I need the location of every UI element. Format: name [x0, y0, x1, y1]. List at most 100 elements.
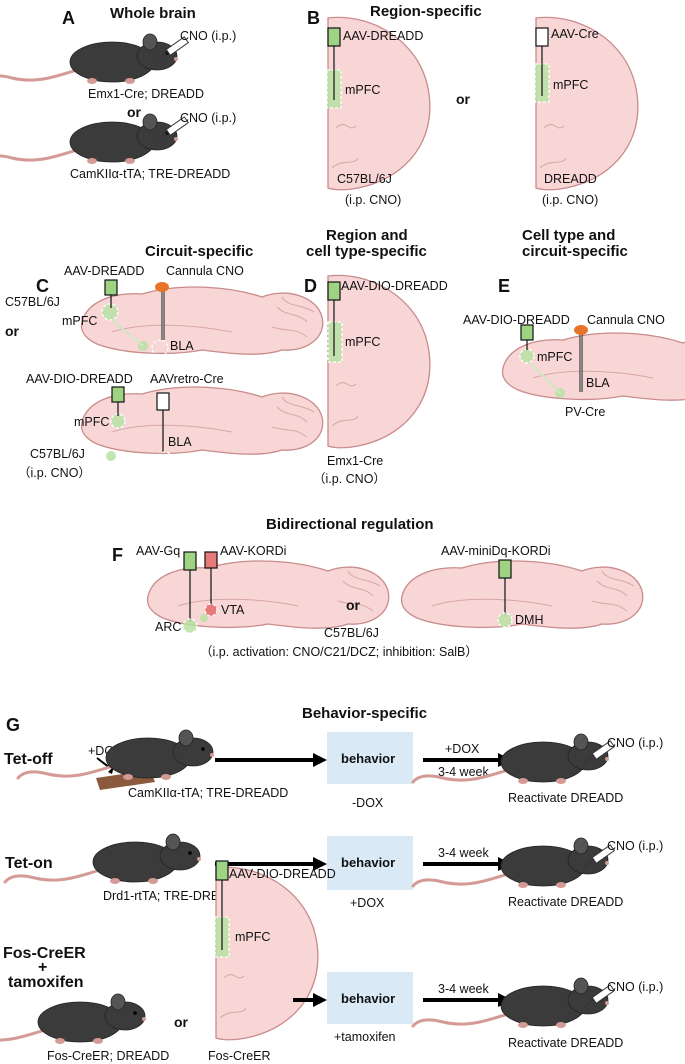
virus-syringe-icon	[156, 392, 170, 411]
panel-e-title-line1: Cell type and	[522, 227, 615, 244]
g-row3-injection: CNO (i.p.)	[607, 980, 663, 994]
cannula-icon	[155, 282, 169, 292]
panel-f-region-1: ARC	[155, 620, 181, 634]
panel-f-region-3: DMH	[515, 613, 543, 627]
g-row1-mouse-label: CamKIIα-tTA; TRE-DREADD	[128, 786, 288, 800]
panel-c-title: Circuit-specific	[145, 243, 253, 260]
virus-syringe-icon	[215, 860, 229, 881]
g-row3-or: or	[174, 1014, 189, 1030]
panel-c-virus-bottom-right: AAVretro-Cre	[150, 372, 224, 386]
virus-syringe-icon	[111, 386, 125, 403]
panel-c-cannula: Cannula CNO	[166, 264, 244, 278]
panel-c-region-bottom-tgt: BLA	[168, 435, 192, 449]
panel-f-virus-1: AAV-Gq	[136, 544, 180, 558]
g-row3-virus: AAV-DIO-DREADD	[229, 867, 336, 881]
coronal-section-b-left	[327, 16, 431, 191]
sagittal-brain-e	[501, 332, 685, 401]
g-row1-arrow-top: +DOX	[445, 742, 480, 756]
panel-letter-b: B	[307, 8, 320, 28]
panel-c-or: or	[5, 323, 20, 339]
panel-letter-g: G	[6, 715, 20, 735]
coronal-section-d	[327, 274, 431, 449]
panel-b-route-right: (i.p. CNO)	[542, 193, 598, 207]
g-row3-under-box: +tamoxifen	[334, 1030, 396, 1044]
g-row1-behavior-box	[327, 732, 413, 784]
g-row2-mouse-label: Drd1-rtTA; TRE-DREADD	[103, 889, 246, 903]
panel-c-region-bottom-src: mPFC	[74, 415, 109, 429]
virus-syringe-icon	[104, 279, 118, 296]
mouse-a2	[0, 112, 180, 166]
panel-letter-d: D	[304, 276, 317, 296]
panel-b-region-right: mPFC	[553, 78, 588, 92]
g-row2-name: Tet-on	[5, 855, 53, 872]
g-row2-behavior-box	[327, 836, 413, 890]
g-row3-name-line2: tamoxifen	[8, 974, 84, 991]
virus-syringe-icon	[183, 551, 197, 571]
g-row1-injection: CNO (i.p.)	[607, 736, 663, 750]
panel-c-virus-top: AAV-DREADD	[64, 264, 144, 278]
g-row3-region: mPFC	[235, 930, 270, 944]
panel-c-region-top-tgt: BLA	[170, 339, 194, 353]
g-row1-arrow-bottom: 3-4 week	[438, 765, 489, 779]
g-row2-injection: CNO (i.p.)	[607, 839, 663, 853]
sagittal-brain-f-left	[146, 560, 390, 629]
panel-f-virus-3: AAV-miniDq-KORDi	[441, 544, 551, 558]
panel-letter-c: C	[36, 276, 49, 296]
panel-e-virus: AAV-DIO-DREADD	[463, 313, 570, 327]
g-row3-arrow-top: 3-4 week	[438, 982, 489, 996]
panel-a-mouse-label-1: Emx1-Cre; DREADD	[88, 87, 204, 101]
panel-f-title: Bidirectional regulation	[266, 516, 434, 533]
sagittal-brain-c-top	[80, 286, 324, 355]
panel-b-title: Region-specific	[370, 3, 482, 20]
panel-b-strain-right: DREADD	[544, 172, 597, 186]
panel-a-injection-2: CNO (i.p.)	[180, 111, 236, 125]
g-row1-name: Tet-off	[4, 751, 53, 768]
g-row3-behavior-box	[327, 972, 413, 1024]
panel-c-strain-bottom: C57BL/6J	[30, 447, 85, 461]
coronal-section-b-right	[535, 16, 639, 191]
panel-e-region-src: mPFC	[537, 350, 572, 364]
panel-d-title-line1: Region and	[326, 227, 408, 244]
panel-a-injection-1: CNO (i.p.)	[180, 29, 236, 43]
panel-letter-f: F	[112, 545, 123, 565]
panel-letter-e: E	[498, 276, 510, 296]
panel-e-title-line2: circuit-specific	[522, 243, 628, 260]
g-row2-arrow-top: 3-4 week	[438, 846, 489, 860]
panel-c-strain-top: C57BL/6J	[5, 295, 60, 309]
panel-f-or: or	[346, 597, 361, 613]
panel-d-title-line2: cell type-specific	[306, 243, 427, 260]
g-row2-under-box: +DOX	[350, 896, 385, 910]
panel-letter-a: A	[62, 8, 75, 28]
panel-d-strain: Emx1-Cre	[327, 454, 383, 468]
virus-syringe-icon	[327, 281, 341, 301]
g-row1-box-label: behavior	[341, 751, 395, 766]
panel-c-route-bottom: （i.p. CNO）	[18, 466, 91, 480]
g-row2-result: Reactivate DREADD	[508, 895, 623, 909]
panel-b-virus-left: AAV-DREADD	[343, 29, 423, 43]
virus-syringe-icon	[498, 559, 512, 579]
panel-f-strain: C57BL/6J	[324, 626, 379, 640]
g-row1-under-box: -DOX	[352, 796, 384, 810]
g-row2-box-label: behavior	[341, 855, 395, 870]
virus-syringe-icon	[327, 27, 341, 47]
g-row3-name-plus: +	[38, 959, 47, 976]
panel-g-title: Behavior-specific	[302, 705, 427, 722]
panel-f-route: （i.p. activation: CNO/C21/DCZ; inhibitio…	[200, 645, 478, 659]
virus-syringe-icon	[535, 27, 549, 47]
panel-e-region-tgt: BLA	[586, 376, 610, 390]
panel-d-route: （i.p. CNO）	[313, 472, 386, 486]
panel-a-title: Whole brain	[110, 5, 196, 22]
mouse-g3	[0, 992, 148, 1046]
panel-a-mouse-label-2: CamKIIα-tTA; TRE-DREADD	[70, 167, 230, 181]
mouse-a1	[0, 32, 180, 86]
panel-b-strain-left: C57BL/6J	[337, 172, 392, 186]
virus-syringe-icon	[520, 324, 534, 341]
panel-e-cannula: Cannula CNO	[587, 313, 665, 327]
g-row3-result: Reactivate DREADD	[508, 1036, 623, 1050]
panel-c-region-top-src: mPFC	[62, 314, 97, 328]
g-row3-strain: Fos-CreER	[208, 1049, 271, 1063]
panel-b-route-left: (i.p. CNO)	[345, 193, 401, 207]
panel-d-region: mPFC	[345, 335, 380, 349]
panel-f-region-2: VTA	[221, 603, 245, 617]
